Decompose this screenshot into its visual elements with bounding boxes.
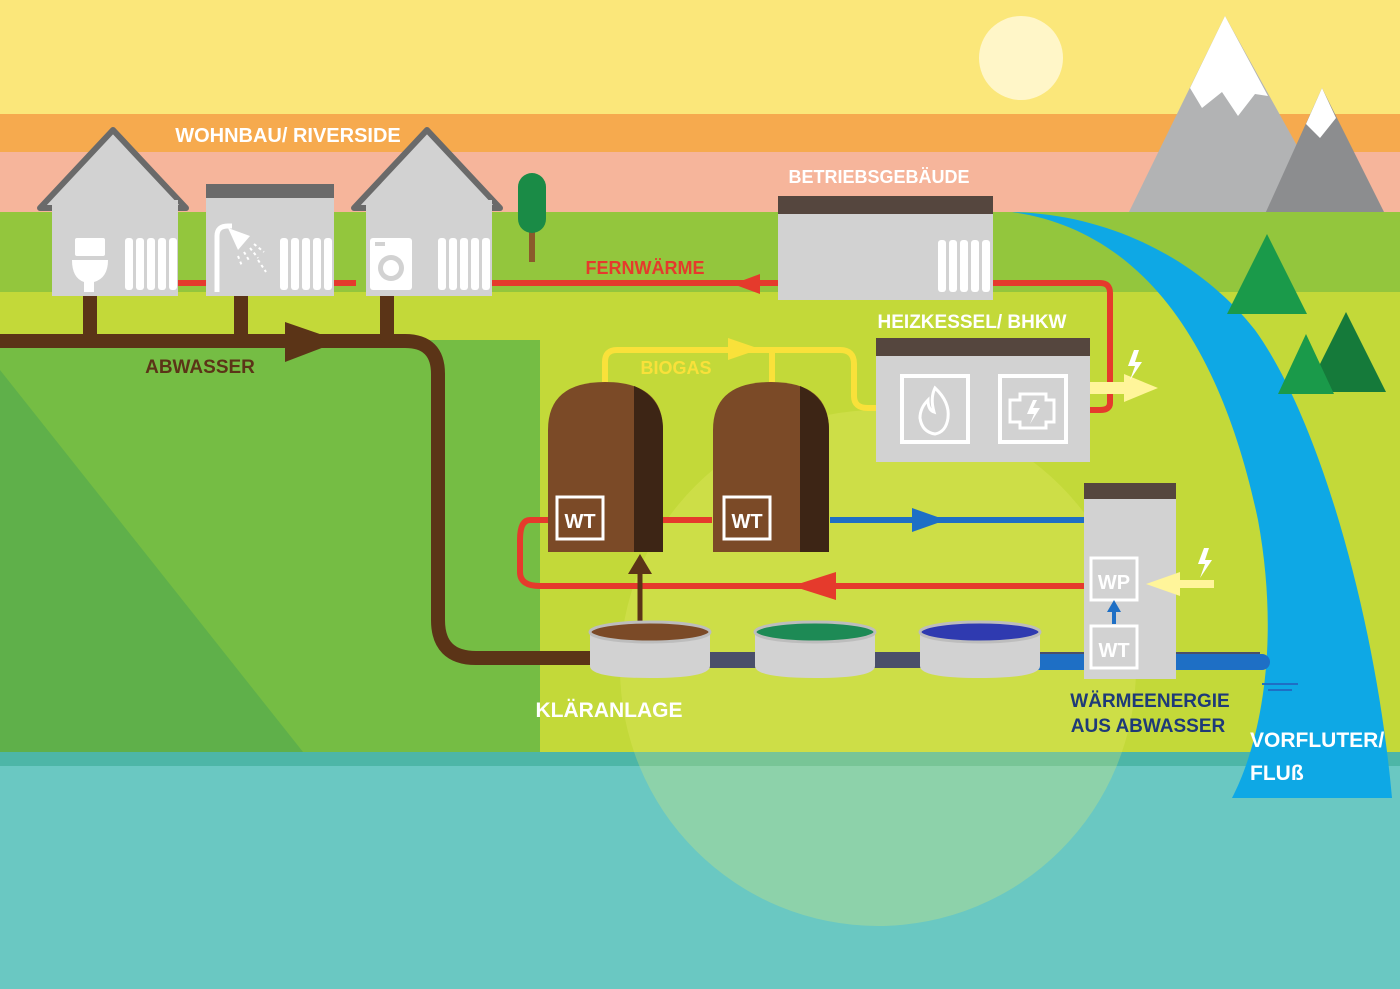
tree-icon (1227, 234, 1307, 314)
fernwaerme-arrow (733, 274, 760, 294)
hill-left (0, 370, 330, 786)
radiator-icon (125, 238, 177, 290)
wt-label-1: WT (564, 511, 595, 533)
lightning-icon (1198, 548, 1212, 578)
house-2 (206, 184, 334, 296)
label-vorfluter-2: FLUß (1250, 762, 1304, 785)
lightning-icon (1128, 350, 1142, 380)
outflow-ripple (1262, 683, 1298, 691)
label-fernwaerme: FERNWÄRME (586, 258, 705, 278)
betriebsgebaeude-building (778, 196, 993, 300)
clarifier-2 (753, 620, 877, 678)
mountain-icon (1128, 16, 1385, 214)
label-biogas: BIOGAS (640, 358, 711, 378)
digester-tank-2 (713, 382, 829, 552)
tree-icon (1278, 334, 1334, 394)
clarifier-3 (918, 620, 1042, 678)
label-klaeranlage: KLÄRANLAGE (536, 699, 683, 722)
wt-box-3 (1089, 624, 1139, 670)
label-betriebsgebaeude: BETRIEBSGEBÄUDE (788, 167, 969, 187)
wt-label-2: WT (731, 511, 762, 533)
house-1 (37, 127, 189, 296)
heat-loop-arrow (792, 572, 836, 600)
sky-yellow (0, 0, 1400, 118)
wt-label-3: WT (1098, 640, 1129, 662)
engine-icon (998, 374, 1068, 444)
label-vorfluter-1: VORFLUTER/ (1250, 729, 1384, 752)
abwasser-arrow (285, 322, 340, 362)
shower-icon (214, 223, 267, 292)
radiator-icon (280, 238, 332, 290)
heizkessel-building (876, 338, 1090, 462)
washing-machine-icon (370, 238, 412, 290)
heat-loop-pipe (517, 517, 1088, 589)
sun-icon (979, 16, 1063, 100)
wp-label: WP (1098, 572, 1130, 594)
tree-icon (1306, 312, 1386, 392)
wt-to-wp-arrow (1107, 600, 1121, 612)
label-waermeenergie-1: WÄRMEENERGIE (1070, 691, 1229, 712)
lake-edge (0, 752, 1400, 766)
label-heizkessel: HEIZKESSEL/ BHKW (878, 312, 1067, 333)
bhkw-power-arrow (1090, 374, 1158, 402)
label-abwasser: ABWASSER (145, 357, 255, 378)
wt-box-1 (555, 495, 605, 541)
tree-icon (518, 173, 546, 262)
radiator-icon (938, 240, 990, 292)
wt-box-2 (722, 495, 772, 541)
clarifier-1 (588, 620, 712, 678)
label-waermeenergie-2: AUS ABWASSER (1071, 716, 1226, 737)
wp-power-arrow (1146, 572, 1214, 596)
biogas-pipe (602, 347, 902, 411)
lake (0, 756, 1400, 989)
label-wohnbau: WOHNBAU/ RIVERSIDE (175, 125, 401, 147)
digester-tank-1 (548, 382, 663, 552)
sludge-arrow (628, 554, 652, 574)
radiator-icon (438, 238, 490, 290)
cooled-arrow (912, 508, 946, 532)
toilet-icon (72, 238, 108, 292)
fernwaerme-pipe (178, 280, 1113, 413)
biogas-arrow (728, 338, 760, 360)
river (1012, 212, 1392, 798)
abwasser-pipe (0, 285, 607, 665)
flame-icon (900, 374, 970, 444)
